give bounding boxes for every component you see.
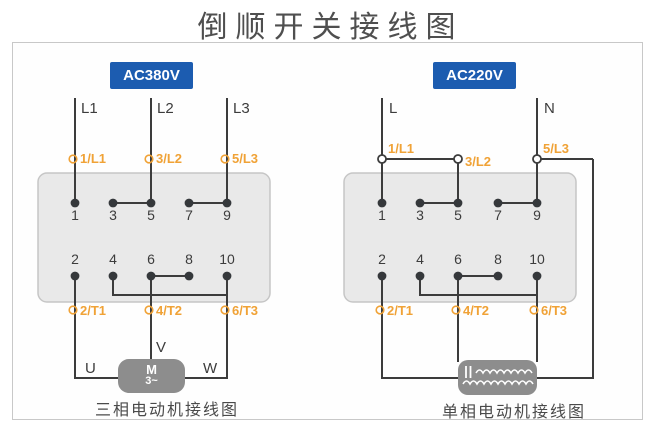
page-title: 倒顺开关接线图 <box>197 11 464 44</box>
screw-terminal-icons-right <box>375 305 539 315</box>
line-label-l: L <box>389 100 398 117</box>
terminal-number: 4 <box>109 251 117 267</box>
input-terminal-label: 3/L2 <box>156 151 183 166</box>
input-terminal-label: 5/L3 <box>543 141 570 156</box>
switch-body-left <box>37 172 271 303</box>
wires-left <box>74 98 228 379</box>
motor-symbol: M <box>146 362 157 377</box>
terminal-number: 3 <box>416 207 424 223</box>
line-label-n: N <box>544 100 555 117</box>
junction-circle-icons-right <box>377 154 542 164</box>
capacitor-icon <box>465 366 472 378</box>
output-terminal-label: 2/T1 <box>387 303 414 318</box>
terminal-number: 2 <box>378 251 386 267</box>
single-phase-motor-icon <box>458 360 537 395</box>
input-terminal-label: 1/L1 <box>388 141 415 156</box>
line-label-l2: L2 <box>157 100 174 117</box>
terminal-number: 4 <box>416 251 424 267</box>
output-terminal-label: 4/T2 <box>463 303 490 318</box>
input-terminal-label: 3/L2 <box>465 154 492 169</box>
terminal-number: 2 <box>71 251 79 267</box>
motor-terminal-u: U <box>85 360 96 377</box>
terminal-number: 9 <box>223 207 231 223</box>
terminal-number: 9 <box>533 207 541 223</box>
terminal-number: 5 <box>454 207 462 223</box>
terminal-number: 6 <box>454 251 462 267</box>
terminal-dots-right <box>377 198 542 281</box>
terminal-number: 7 <box>185 207 193 223</box>
terminal-dots-left <box>70 198 232 281</box>
wires-right <box>381 98 594 379</box>
terminal-number: 10 <box>219 251 235 267</box>
three-phase-motor-icon <box>118 359 185 393</box>
terminal-number: 1 <box>378 207 386 223</box>
switch-body-right <box>343 172 577 303</box>
terminal-number: 6 <box>147 251 155 267</box>
motor-terminal-w: W <box>203 360 218 377</box>
voltage-badge-ac380v: AC380V <box>110 62 193 89</box>
input-terminal-label: 1/L1 <box>80 151 107 166</box>
line-label-l1: L1 <box>81 100 98 117</box>
terminal-number: 5 <box>147 207 155 223</box>
caption-single-phase: 单相电动机接线图 <box>441 404 586 421</box>
terminal-number: 7 <box>494 207 502 223</box>
screw-terminal-icons-left <box>68 154 230 315</box>
motor-phase: 3~ <box>145 375 158 387</box>
motor-terminal-v: V <box>156 339 167 356</box>
input-terminal-label: 5/L3 <box>232 151 259 166</box>
terminal-number: 10 <box>529 251 545 267</box>
output-terminal-label: 6/T3 <box>232 303 259 318</box>
output-terminal-label: 2/T1 <box>80 303 107 318</box>
winding-coil-icon <box>462 369 534 386</box>
terminal-number: 8 <box>494 251 502 267</box>
output-terminal-label: 6/T3 <box>541 303 568 318</box>
terminal-number: 3 <box>109 207 117 223</box>
terminal-number: 8 <box>185 251 193 267</box>
caption-three-phase: 三相电动机接线图 <box>94 402 239 419</box>
line-label-l3: L3 <box>233 100 250 117</box>
voltage-badge-ac220v: AC220V <box>433 62 516 89</box>
output-terminal-label: 4/T2 <box>156 303 183 318</box>
terminal-number: 1 <box>71 207 79 223</box>
